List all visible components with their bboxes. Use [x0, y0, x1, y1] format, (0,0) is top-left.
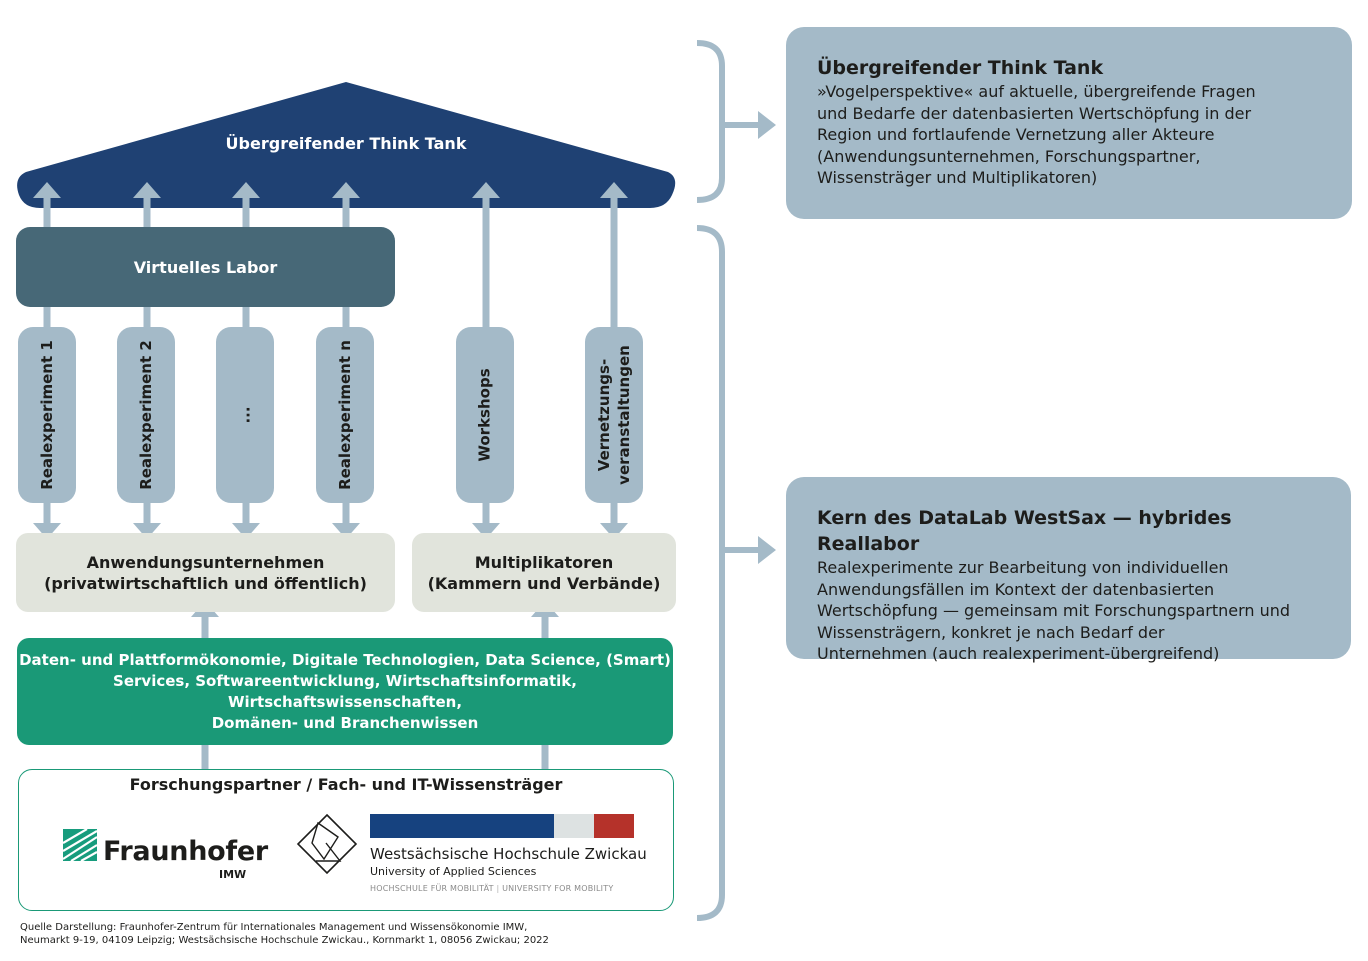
bracket-top-arrow [758, 111, 776, 139]
multipliers-line1: Multiplikatoren [474, 552, 614, 572]
whz-tag-left: HOCHSCHULE FÜR MOBILITÄT [370, 884, 494, 893]
pillar-realexperiment-2: Realexperiment 2 [117, 327, 175, 503]
info-box-line: Unternehmen (auch realexperiment-übergre… [817, 644, 1220, 664]
whz-bar-light [554, 814, 594, 838]
whz-bar-blue [370, 814, 554, 838]
knowledge-line2: Services, Softwareentwicklung, Wirtschaf… [113, 671, 577, 711]
whz-logo-icon [296, 813, 358, 875]
info-box-line: Wertschöpfung — gemeinsam mit Forschungs… [817, 601, 1291, 621]
whz-sub: University of Applied Sciences [370, 865, 537, 878]
pillar-label: Realexperiment 2 [137, 340, 156, 490]
pillar-label-line1: Vernetzungs- [595, 358, 614, 472]
footer-line2: Neumarkt 9-19, 04109 Leipzig; Westsächsi… [20, 935, 549, 946]
bracket-bottom [696, 225, 725, 921]
info-box-line: Wissensträger und Multiplikatoren) [817, 168, 1098, 188]
virtual-lab-label: Virtuelles Labor [133, 257, 278, 277]
whz-name: Westsächsische Hochschule Zwickau [370, 845, 647, 863]
pillar-label: ... [235, 406, 254, 424]
pillar-realexperiment-n: Realexperiment n [316, 327, 374, 503]
up-arrows-to-roof [43, 194, 618, 330]
bracket-top [696, 40, 725, 203]
knowledge-box: Daten- und Plattformökonomie, Digitale T… [17, 638, 673, 745]
pillar-label: Workshops [476, 368, 494, 462]
bracket-bottom-arrow [758, 536, 776, 564]
whz-tagline: HOCHSCHULE FÜR MOBILITÄT | UNIVERSITY FO… [370, 884, 614, 893]
roof-shape [17, 82, 676, 208]
footer-line1: Quelle Darstellung: Fraunhofer-Zentrum f… [20, 922, 528, 933]
roof-title: Übergreifender Think Tank [225, 134, 467, 153]
pillar-shafts [43, 305, 350, 330]
partners-title: Forschungspartner / Fach- und IT-Wissens… [129, 775, 563, 794]
info-box-line: Realexperimente zur Bearbeitung von indi… [817, 558, 1229, 577]
partners-box: Forschungspartner / Fach- und IT-Wissens… [18, 769, 674, 911]
companies-box: Anwendungsunternehmen (privatwirtschaftl… [16, 533, 395, 612]
info-box-title: Kern des DataLab WestSax — hybrides Real… [817, 507, 1232, 555]
pillar-label: Realexperiment n [336, 340, 354, 490]
down-arrows [43, 500, 618, 524]
info-box-title: Übergreifender Think Tank [817, 57, 1104, 79]
fraunhofer-logo-icon [63, 829, 97, 861]
info-box-line: »Vogelperspektive« auf aktuelle, übergre… [817, 82, 1256, 101]
info-box-think-tank: Übergreifender Think Tank »Vogelperspekt… [786, 27, 1352, 219]
knowledge-line3: Domänen- und Branchenwissen [211, 713, 479, 732]
fraunhofer-sub: IMW [219, 868, 247, 881]
source-footer: Quelle Darstellung: Fraunhofer-Zentrum f… [20, 921, 549, 947]
companies-line1: Anwendungsunternehmen [86, 552, 325, 572]
whz-bar-red [594, 814, 634, 838]
multipliers-box: Multiplikatoren (Kammern und Verbände) [412, 533, 676, 612]
info-box-line: und Bedarfe der datenbasierten Wertschöp… [817, 103, 1252, 123]
info-box-line: Region und fortlaufende Vernetzung aller… [817, 125, 1215, 145]
knowledge-line1: Daten- und Plattformökonomie, Digitale T… [19, 650, 671, 669]
pillar-networking-events: Vernetzungs- veranstaltungen [585, 327, 643, 503]
whz-tag-right: UNIVERSITY FOR MOBILITY [502, 884, 614, 893]
pillar-label-line2: veranstaltungen [615, 345, 634, 485]
pillar-realexperiment-1: Realexperiment 1 [18, 327, 76, 503]
pillar-label: Realexperiment 1 [38, 340, 57, 490]
info-box-line: Wissensträgern, konkret je nach Bedarf d… [817, 622, 1165, 642]
multipliers-line2: (Kammern und Verbände) [427, 573, 661, 593]
knowledge-up-arrows [201, 614, 549, 770]
fraunhofer-name: Fraunhofer [103, 836, 268, 867]
pillar-workshops: Workshops [456, 327, 514, 503]
info-box-line: Anwendungsfällen im Kontext der datenbas… [817, 579, 1215, 599]
info-box-line: (Anwendungsunternehmen, Forschungspartne… [817, 146, 1201, 166]
virtual-lab-box: Virtuelles Labor [16, 227, 395, 307]
companies-line2: (privatwirtschaftlich und öffentlich) [44, 573, 367, 593]
pillar-ellipsis: ... [216, 327, 274, 503]
info-box-core-lab: Kern des DataLab WestSax — hybrides Real… [786, 477, 1351, 663]
